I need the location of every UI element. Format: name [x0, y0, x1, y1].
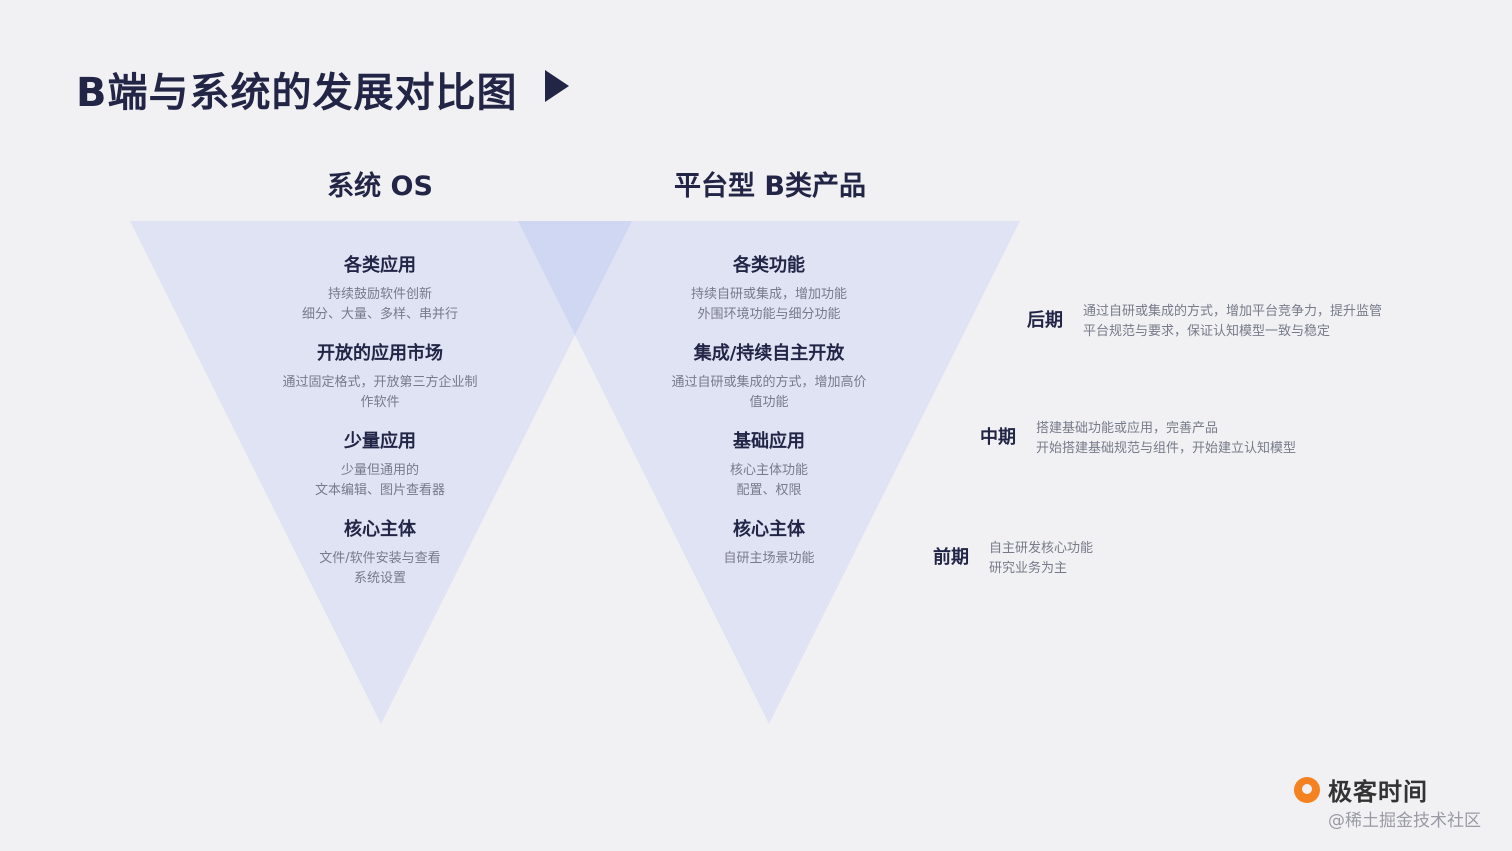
stage-label: 前期 [933, 547, 969, 568]
block-heading: 基础应用 [733, 431, 805, 452]
block-heading: 各类应用 [344, 255, 416, 276]
stage-label: 中期 [980, 427, 1016, 448]
block-desc: 文件/软件安装与查看 系统设置 [250, 549, 510, 589]
block-desc: 通过固定格式，开放第三方企业制 作软件 [250, 373, 510, 413]
block-heading: 核心主体 [733, 519, 805, 540]
stage-desc-line: 研究业务为主 [989, 561, 1068, 576]
block-desc-line: 系统设置 [353, 571, 406, 586]
stage-desc: 搭建基础功能或应用，完善产品 开始搭建基础规范与组件，开始建立认知模型 [1036, 419, 1296, 459]
block-heading: 开放的应用市场 [317, 343, 443, 364]
block-desc-line: 通过固定格式，开放第三方企业制 [282, 375, 478, 390]
stage-label: 后期 [1027, 310, 1063, 331]
block-desc-line: 文本编辑、图片查看器 [314, 483, 445, 498]
block-heading: 少量应用 [344, 431, 416, 452]
stage-desc: 通过自研或集成的方式，增加平台竞争力，提升监管 平台规范与要求，保证认知模型一致… [1083, 302, 1382, 342]
platform-block-integration: 集成/持续自主开放 通过自研或集成的方式，增加高价 值功能 [639, 341, 899, 413]
block-desc-line: 文件/软件安装与查看 [319, 551, 441, 566]
block-desc-line: 通过自研或集成的方式，增加高价 [671, 375, 867, 390]
block-desc: 自研主场景功能 [639, 549, 899, 569]
block-desc-line: 核心主体功能 [729, 463, 808, 478]
block-desc-line: 作软件 [360, 395, 400, 410]
block-desc: 少量但通用的 文本编辑、图片查看器 [250, 461, 510, 501]
block-desc-line: 值功能 [749, 395, 789, 410]
os-block-apps: 各类应用 持续鼓励软件创新 细分、大量、多样、串并行 [250, 253, 510, 325]
block-desc-line: 配置、权限 [736, 483, 802, 498]
block-desc-line: 少量但通用的 [340, 463, 419, 478]
block-desc: 持续鼓励软件创新 细分、大量、多样、串并行 [250, 285, 510, 325]
block-desc-line: 自研主场景功能 [723, 551, 815, 566]
block-heading: 核心主体 [344, 519, 416, 540]
os-block-few-apps: 少量应用 少量但通用的 文本编辑、图片查看器 [250, 429, 510, 501]
platform-block-features: 各类功能 持续自研或集成，增加功能 外围环境功能与细分功能 [639, 253, 899, 325]
os-block-core: 核心主体 文件/软件安装与查看 系统设置 [250, 517, 510, 589]
column-title-platform-b: 平台型 B类产品 [674, 171, 866, 202]
block-desc: 通过自研或集成的方式，增加高价 值功能 [639, 373, 899, 413]
os-block-market: 开放的应用市场 通过固定格式，开放第三方企业制 作软件 [250, 341, 510, 413]
logo-text: 极客时间 [1328, 778, 1428, 806]
stage-desc-line: 平台规范与要求，保证认知模型一致与稳定 [1083, 324, 1331, 339]
triangle-overlap [518, 221, 632, 335]
platform-block-basic-apps: 基础应用 核心主体功能 配置、权限 [639, 429, 899, 501]
block-desc: 核心主体功能 配置、权限 [639, 461, 899, 501]
platform-block-core: 核心主体 自研主场景功能 [639, 517, 899, 569]
block-heading: 集成/持续自主开放 [693, 343, 845, 364]
stage-middle: 中期 搭建基础功能或应用，完善产品 开始搭建基础规范与组件，开始建立认知模型 [980, 419, 1296, 459]
stage-late: 后期 通过自研或集成的方式，增加平台竞争力，提升监管 平台规范与要求，保证认知模… [1027, 302, 1382, 342]
stage-desc-line: 通过自研或集成的方式，增加平台竞争力，提升监管 [1083, 304, 1383, 319]
geektime-logo-icon [1294, 776, 1320, 803]
column-title-system-os: 系统 OS [327, 171, 433, 202]
block-desc: 持续自研或集成，增加功能 外围环境功能与细分功能 [639, 285, 899, 325]
stage-desc: 自主研发核心功能 研究业务为主 [989, 539, 1093, 579]
block-desc-line: 持续自研或集成，增加功能 [690, 287, 847, 302]
stage-desc-line: 搭建基础功能或应用，完善产品 [1036, 421, 1219, 436]
stage-desc-line: 开始搭建基础规范与组件，开始建立认知模型 [1036, 441, 1297, 456]
geektime-logo: 极客时间 [1294, 772, 1428, 807]
stage-desc-line: 自主研发核心功能 [989, 541, 1094, 556]
block-desc-line: 持续鼓励软件创新 [327, 287, 432, 302]
page-title: B端与系统的发展对比图 [76, 70, 518, 116]
triangle-system-os [130, 221, 632, 724]
block-desc-line: 细分、大量、多样、串并行 [301, 307, 458, 322]
stage-early: 前期 自主研发核心功能 研究业务为主 [933, 539, 1093, 579]
triangle-platform-b [518, 221, 1020, 724]
block-desc-line: 外围环境功能与细分功能 [697, 307, 841, 322]
play-arrow-icon [545, 70, 569, 102]
watermark: @稀土掘金技术社区 [1328, 811, 1481, 831]
block-heading: 各类功能 [733, 255, 805, 276]
